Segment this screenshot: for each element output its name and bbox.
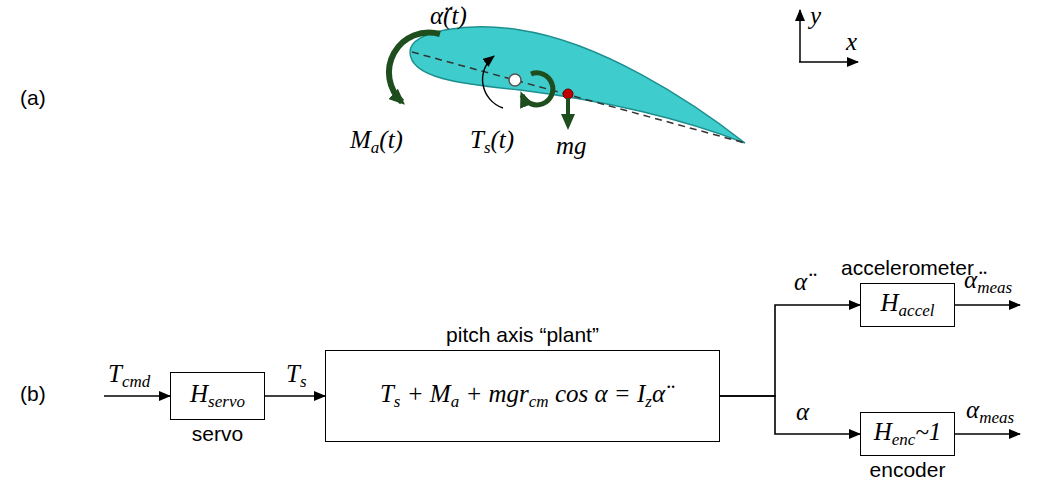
block-caption: encoder (870, 458, 946, 481)
text-run: a (451, 392, 460, 411)
text-run: s (300, 372, 307, 391)
text-run: α̈(t) (430, 2, 467, 29)
text-run: s (394, 392, 401, 411)
symbol-label: Ma(t) (350, 126, 403, 158)
block-label: Hservo (190, 380, 245, 412)
text-run: meas (977, 278, 1012, 297)
text-run: mg (556, 132, 587, 159)
text-run: (b) (20, 382, 46, 405)
text-run: pitch axis “plant” (446, 323, 599, 346)
text-run: cmd (122, 372, 150, 391)
text-run: M (350, 126, 371, 153)
text-run: α̈ (652, 380, 665, 407)
signal-label: α (794, 398, 811, 426)
text-run: encoder (870, 458, 946, 481)
chord-line (412, 52, 745, 143)
text-run: z (645, 392, 652, 411)
panel-label: (a) (20, 86, 46, 109)
block-box: Henc~1encoder (860, 412, 955, 456)
y-axis (799, 10, 801, 62)
text-run: meas (979, 408, 1014, 427)
text-run: α (966, 396, 979, 423)
text-run: enc (892, 430, 916, 449)
symbol-label: mg (556, 132, 587, 160)
text-run: a (371, 138, 380, 157)
symbol-label: α̈(t) (430, 2, 467, 30)
center-of-mass (563, 89, 573, 99)
block-caption: pitch axis “plant” (446, 323, 599, 346)
text-run: T (380, 380, 394, 407)
pivot-point (509, 74, 521, 86)
block-label: Haccel (881, 289, 935, 321)
text-run: y (810, 2, 821, 29)
symbol-label: αmeas (966, 396, 1014, 428)
servo-torque-arrow (522, 73, 553, 105)
input-arrow (104, 395, 170, 397)
block-label: Ts + Ma + mgrcm cos α = Izα̈ (380, 380, 665, 412)
panel-label: (b) (20, 382, 46, 405)
block-box: pitch axis “plant”Ts + Ma + mgrcm cos α … (325, 350, 720, 442)
block-caption: servo (192, 422, 243, 445)
block-box: accelerometerHaccel (860, 283, 955, 327)
text-run: (a) (20, 86, 46, 109)
signal-connector (720, 396, 860, 434)
text-run: α̈ (964, 266, 977, 293)
signal-label: Ts (284, 360, 309, 392)
text-run: + M (400, 380, 450, 407)
text-run: x (846, 28, 857, 55)
output-arrow (955, 304, 1020, 306)
text-run: + mgr (459, 380, 529, 407)
text-run: (t) (491, 126, 515, 153)
text-run: T (286, 360, 300, 387)
moment-arrow (389, 32, 440, 102)
output-arrow (955, 433, 1020, 435)
text-run: servo (192, 422, 243, 445)
text-run: T (108, 360, 122, 387)
symbol-label: x (846, 28, 857, 56)
text-run: (t) (379, 126, 403, 153)
text-run: α̈ (794, 268, 807, 295)
text-run: H (874, 418, 892, 445)
text-run: accel (899, 301, 935, 320)
text-run: servo (208, 392, 245, 411)
block-box: Hservoservo (170, 372, 265, 420)
text-run: accelerometer (841, 256, 974, 279)
airfoil-shape (410, 27, 745, 143)
block-label: Henc~1 (874, 418, 942, 450)
text-run: s (484, 138, 491, 157)
text-run: ~1 (915, 418, 941, 445)
text-run: α (796, 398, 809, 425)
symbol-label: y (810, 2, 821, 30)
x-axis (799, 61, 858, 63)
block-caption: accelerometer (841, 256, 974, 279)
text-run: cm (529, 392, 549, 411)
gravity-arrow (566, 98, 570, 126)
symbol-label: Tcmd (108, 360, 150, 392)
signal-connector (720, 305, 860, 396)
accel-arrow (483, 56, 503, 108)
signal-label: α̈ (792, 268, 809, 296)
text-run: cos α = I (549, 380, 646, 407)
text-run: T (470, 126, 484, 153)
text-run: H (190, 380, 208, 407)
signal-connector (265, 395, 325, 397)
symbol-label: Ts(t) (470, 126, 514, 158)
text-run: H (881, 289, 899, 316)
symbol-label: α̈meas (964, 266, 1012, 298)
